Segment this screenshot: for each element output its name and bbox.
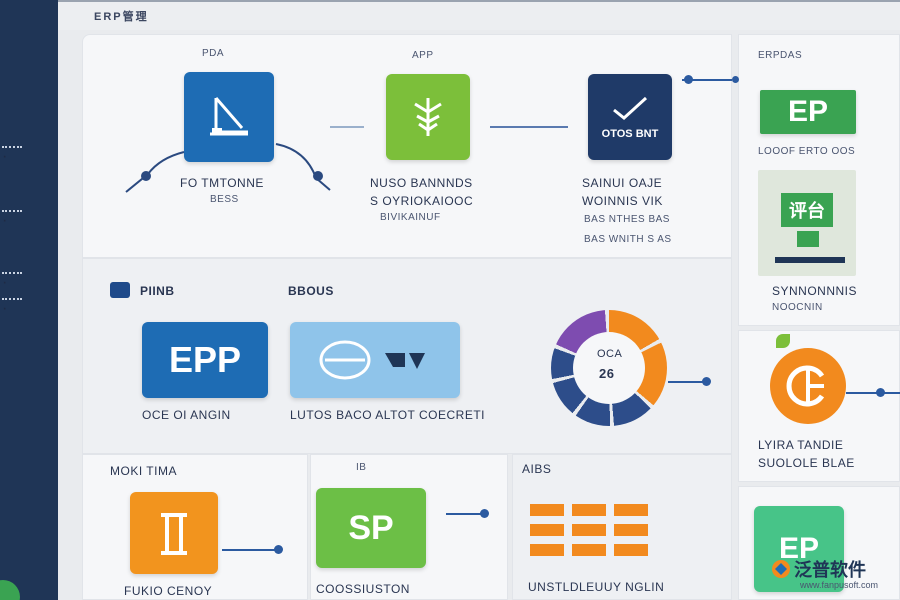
connector-line — [682, 79, 732, 81]
module-tag: APP — [412, 50, 434, 61]
module-connector — [125, 143, 331, 193]
module-caption: NUSO BANNNDS — [370, 176, 473, 190]
review-tile[interactable]: 评台 — [758, 170, 856, 276]
brand-module-tile[interactable]: OTOS BNT — [588, 74, 672, 160]
review-tile-label: 评台 — [781, 193, 833, 227]
refresh-icon — [786, 365, 825, 407]
module-caption: FUKIO CENOY — [124, 584, 213, 598]
ep-tile[interactable]: EP — [760, 90, 856, 134]
connector-line — [490, 126, 568, 128]
epp-caption: OCE OI ANGIN — [142, 408, 231, 422]
module-line: BAS WNITH S AS — [584, 234, 672, 245]
connector-line — [330, 126, 364, 128]
plant-module-tile[interactable] — [386, 74, 470, 160]
workflow-icon — [319, 340, 425, 380]
module-caption: S OYRIOKAIOOC — [370, 194, 474, 208]
module-tag: PDA — [202, 48, 225, 59]
brand-module-label: OTOS BNT — [601, 128, 659, 140]
section-title: AIBS — [522, 462, 552, 476]
module-caption: UNSTLDLEUUY NGLIN — [528, 580, 665, 594]
brand-logo-icon — [772, 560, 790, 578]
connector-line — [446, 513, 486, 515]
side-caption: LOOOF ERTO OOS — [758, 146, 856, 157]
donut-label: OCA — [597, 348, 623, 360]
sidebar-mark[interactable]: · — [2, 298, 22, 317]
donut-label: 26 — [599, 366, 615, 381]
top-bar — [58, 0, 900, 30]
orange-module-tile[interactable] — [130, 492, 218, 574]
epp-tile[interactable]: EPP — [142, 322, 268, 398]
watermark-url: www.fanpusoft.com — [800, 580, 879, 590]
sidebar-status-dot — [0, 580, 20, 600]
connector-line — [846, 392, 900, 394]
connector-dot — [274, 545, 283, 554]
connector-dot — [480, 509, 489, 518]
check-logo-icon — [613, 96, 648, 120]
sidebar-mark[interactable]: · — [2, 272, 22, 291]
donut-chart: OCA 26 — [551, 310, 667, 426]
section-icon — [110, 282, 130, 298]
app-title: ERP管理 — [94, 11, 149, 23]
module-line: BAS NTHES BAS — [584, 214, 670, 225]
section-title: MOKI TIMA — [110, 464, 177, 478]
workflow-tile[interactable] — [290, 322, 460, 398]
side-caption: SYNNONNNIS — [772, 284, 858, 298]
module-tag: IB — [356, 462, 367, 473]
watermark-brand: 泛普软件 — [794, 560, 866, 580]
connector-line — [222, 549, 278, 551]
workflow-caption: LUTOS BACO ALTOT COECRETI — [290, 408, 485, 422]
orange-caption: LYIRA TANDIE — [758, 438, 844, 452]
tool-icon — [161, 513, 187, 555]
side-caption: NOOCNIN — [772, 302, 823, 313]
connector-dot — [876, 388, 885, 397]
section-title: BBOUS — [288, 284, 334, 298]
module-caption: COOSSIUSTON — [316, 582, 410, 596]
left-sidebar: · · · · — [0, 0, 58, 600]
plant-icon — [414, 98, 442, 136]
module-line: SAINUI OAJE — [582, 176, 663, 190]
side-tag: ERPDAS — [758, 50, 803, 61]
sidebar-mark[interactable]: · — [2, 146, 22, 165]
layers-tile[interactable] — [530, 500, 650, 570]
connector-dot — [732, 76, 739, 83]
orange-module-badge[interactable] — [770, 348, 846, 424]
section-title: PIINB — [140, 284, 175, 298]
module-caption: FO TMTONNE — [180, 176, 264, 190]
module-caption: BIVIKAINUF — [380, 212, 441, 223]
sp-tile[interactable]: SP — [316, 488, 426, 568]
connector-line — [668, 381, 706, 383]
pot-icon — [775, 231, 845, 263]
module-caption: BESS — [210, 194, 239, 205]
crane-module-tile[interactable] — [184, 72, 274, 162]
leaf-icon — [776, 334, 790, 348]
module-line: WOINNIS VIK — [582, 194, 663, 208]
connector-dot — [684, 75, 693, 84]
crane-icon — [210, 97, 248, 136]
connector-dot — [702, 377, 711, 386]
donut-center — [573, 332, 645, 404]
orange-caption: SUOLOLE BLAE — [758, 456, 855, 470]
watermark: 泛普软件 www.fanpusoft.com — [770, 552, 898, 598]
ep-bottom-tile[interactable]: EP — [754, 506, 844, 592]
layers-icon — [530, 504, 648, 556]
sidebar-mark[interactable]: · — [2, 210, 22, 229]
